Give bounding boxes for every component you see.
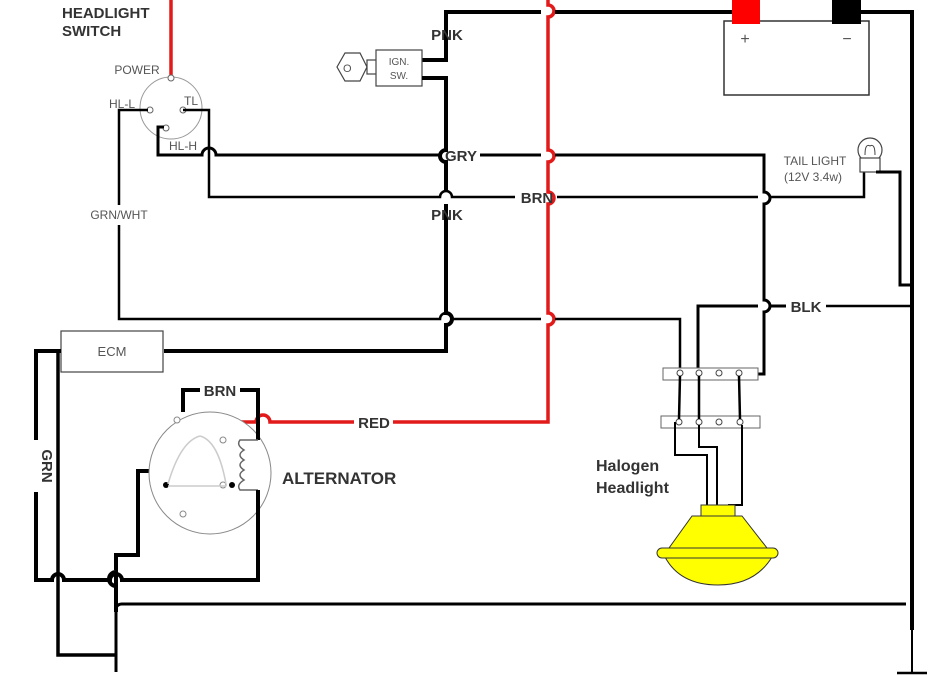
wire-label-red: RED [358, 415, 390, 432]
pnk-wire-top [420, 10, 541, 62]
rotor-coil-icon [237, 439, 258, 491]
gry-wire-to-headlight [480, 153, 772, 376]
grn-wht-wire [117, 108, 682, 374]
wire-label-grn: GRN [38, 449, 55, 482]
ecm-label: ECM [98, 344, 127, 359]
label-hl-l: HL-L [109, 97, 135, 111]
battery-positive-terminal [732, 0, 760, 24]
headlight-label-1: Halogen [596, 458, 659, 475]
alternator: ALTERNATOR [148, 388, 396, 535]
tail-light: TAIL LIGHT (12V 3.4w) [784, 137, 883, 184]
red-wire-main [393, 0, 556, 424]
wire-label-gry: GRY [445, 148, 477, 165]
label-power: POWER [114, 63, 160, 77]
ground-rail [114, 602, 906, 672]
terminal-power [167, 74, 175, 82]
alternator-body [148, 411, 272, 535]
pnk-wire-to-ecm [164, 204, 454, 353]
ign-label-line2: SW. [390, 71, 408, 82]
halogen-headlight-icon [656, 504, 779, 586]
headlight-switch-title-2: SWITCH [62, 23, 121, 40]
gry-wire [156, 125, 440, 157]
ignition-key-icon [336, 52, 368, 82]
tail-light-label-2: (12V 3.4w) [784, 170, 842, 184]
headlight-switch: HEADLIGHT SWITCH POWER HL-L TL HL-H [62, 5, 203, 153]
battery-negative-terminal [832, 0, 861, 24]
ignition-switch: O IGN. SW. [336, 49, 423, 87]
wire-label-grn-wht: GRN/WHT [90, 208, 148, 222]
headlight-switch-title-1: HEADLIGHT [62, 5, 150, 22]
ignition-switch-box [375, 49, 423, 87]
battery: + − [723, 0, 870, 96]
alternator-ground-wire [107, 469, 152, 612]
wire-label-pnk-top: PNK [431, 27, 463, 44]
brn-alternator-wire [181, 388, 260, 440]
headlight-leads [674, 422, 743, 506]
ignition-key-glyph: O [343, 63, 352, 75]
brn-wire-to-tail-light [557, 172, 866, 199]
ground-main-wire [861, 10, 914, 630]
wire-label-pnk-mid: PNK [431, 207, 463, 224]
ign-label-line1: IGN. [389, 57, 410, 68]
label-tl: TL [184, 94, 198, 108]
brn-wire [183, 108, 515, 199]
battery-positive-label: + [740, 31, 749, 48]
wire-label-brn-alternator: BRN [204, 383, 237, 400]
headlight-connector-upper [662, 367, 759, 381]
wire-label-blk: BLK [791, 299, 822, 316]
label-hl-h: HL-H [169, 139, 197, 153]
alternator-label: ALTERNATOR [282, 469, 396, 488]
wire-label-brn: BRN [521, 190, 554, 207]
blk-wire-left [696, 304, 786, 370]
ecm: ECM [60, 330, 164, 373]
tail-light-label-1: TAIL LIGHT [784, 154, 847, 168]
ign-output-wire [422, 76, 448, 192]
headlight-label-2: Headlight [596, 480, 670, 497]
battery-negative-label: − [842, 31, 851, 48]
battery-body [723, 20, 870, 96]
ecm-ground-loop [56, 349, 116, 657]
connector-jumpers [677, 375, 742, 420]
tail-light-ground-wire [876, 170, 912, 287]
grn-wire [34, 349, 260, 582]
ecm-box [60, 330, 164, 373]
